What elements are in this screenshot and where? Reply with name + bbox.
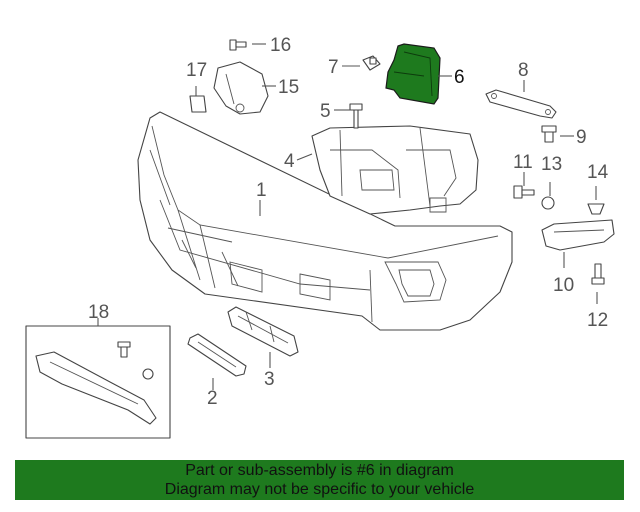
part-7-bolt[interactable] [362,55,381,71]
callout-8: 8 [518,60,529,81]
part-9-fastener[interactable] [541,125,557,143]
part-18-inset[interactable] [25,325,171,439]
part-17-clip[interactable] [189,95,207,113]
callout-4: 4 [284,151,295,172]
callout-3: 3 [264,369,275,390]
part-6-bracket-highlighted[interactable] [385,43,441,105]
part-11-bolt[interactable] [513,185,535,199]
callout-5: 5 [320,101,331,122]
bumper-parts-diagram: 1 2 3 4 5 6 7 8 9 10 11 12 13 14 15 16 1… [25,35,615,439]
callout-10: 10 [553,275,574,296]
part-3-center-bracket[interactable] [227,306,299,357]
callout-16: 16 [270,35,291,56]
part-12-bolt[interactable] [591,263,605,285]
part-16-bolt[interactable] [229,39,247,51]
info-banner: Part or sub-assembly is #6 in diagram Di… [15,460,624,500]
callout-11: 11 [513,152,533,173]
callout-15: 15 [278,77,299,98]
callout-1: 1 [256,180,267,201]
callout-6: 6 [454,67,465,88]
callout-9: 9 [576,127,587,148]
callout-17: 17 [186,60,207,81]
part-4-reinforcement[interactable] [311,125,479,215]
part-2-lower-bracket[interactable] [187,333,247,377]
part-8-strap[interactable] [485,89,557,119]
leader-lines [97,43,598,390]
banner-line-disclaimer: Diagram may not be specific to your vehi… [164,481,475,498]
callout-18: 18 [88,302,109,323]
part-14-clip[interactable] [587,203,605,215]
part-15-shield[interactable] [213,61,269,115]
callout-7: 7 [328,57,339,78]
part-5-bolt[interactable] [349,103,363,129]
callout-13: 13 [541,154,562,175]
callout-numbers: 1 2 3 4 5 6 7 8 9 10 11 12 13 14 15 16 1… [88,35,609,409]
part-10-side-bracket[interactable] [541,219,615,251]
part-13-nut[interactable] [541,196,555,210]
callout-12: 12 [587,310,608,331]
callout-14: 14 [587,162,609,183]
part-1-front-bumper[interactable] [137,111,513,331]
banner-line-part-info: Part or sub-assembly is #6 in diagram [185,462,454,479]
callout-2: 2 [207,388,218,409]
